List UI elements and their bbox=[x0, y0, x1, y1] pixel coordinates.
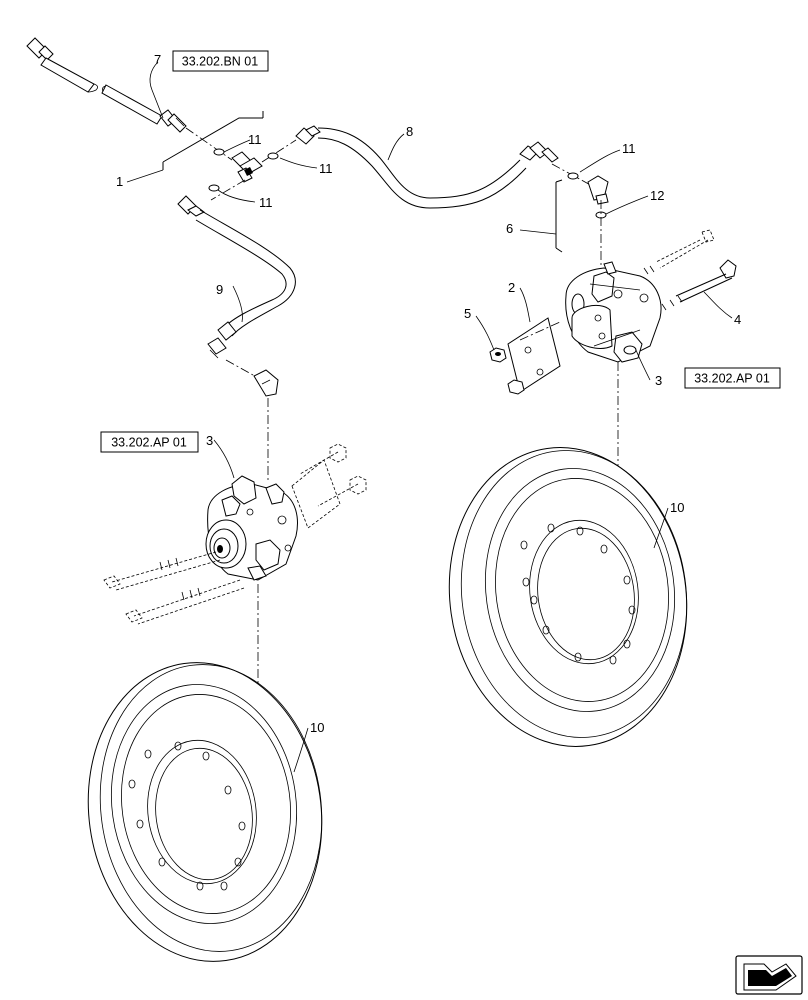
callout-3-left: 3 bbox=[206, 433, 213, 448]
callout-11-top: 11 bbox=[248, 132, 262, 147]
callout-12: 12 bbox=[650, 188, 664, 203]
disc-left-bolt-holes bbox=[128, 741, 246, 891]
assembly-1-bracket bbox=[162, 111, 264, 170]
caliper-left-3 bbox=[205, 475, 298, 581]
callout-3-right: 3 bbox=[655, 373, 662, 388]
caliper-right-3 bbox=[565, 261, 662, 363]
callout-labels: 7 1 11 11 11 8 11 12 6 2 5 4 3 9 3 10 10 bbox=[116, 52, 741, 735]
tee-fitting-11 bbox=[185, 127, 297, 201]
disc-right-bolt-holes bbox=[520, 523, 636, 665]
brake-disc-left-10 bbox=[87, 662, 323, 962]
reference-bn-label: 33.202.BN 01 bbox=[182, 55, 258, 69]
hose-7 bbox=[26, 37, 187, 133]
hose-9 bbox=[177, 195, 296, 480]
nut-5 bbox=[489, 321, 561, 395]
callout-4: 4 bbox=[734, 312, 741, 327]
next-page-arrow-icon[interactable] bbox=[735, 955, 803, 995]
callout-10-right: 10 bbox=[670, 500, 684, 515]
callout-11-elbow: 11 bbox=[622, 141, 636, 156]
hose-8 bbox=[295, 125, 597, 209]
leader-lines bbox=[126, 61, 733, 773]
callout-5: 5 bbox=[464, 306, 471, 321]
brake-disc-right-10 bbox=[448, 447, 688, 747]
bracket-2 bbox=[507, 317, 561, 393]
left-bracket-dashed bbox=[291, 443, 367, 529]
reference-box-ap-right[interactable]: 33.202.AP 01 bbox=[684, 367, 781, 389]
callout-6: 6 bbox=[506, 221, 513, 236]
callout-9: 9 bbox=[216, 282, 223, 297]
bolt-4 bbox=[643, 229, 737, 311]
callout-2: 2 bbox=[508, 280, 515, 295]
reference-box-bn[interactable]: 33.202.BN 01 bbox=[172, 50, 269, 72]
left-bolts bbox=[103, 551, 245, 625]
callout-8: 8 bbox=[406, 124, 413, 139]
callout-1: 1 bbox=[116, 174, 123, 189]
reference-ap-left-label: 33.202.AP 01 bbox=[111, 436, 187, 450]
reference-box-ap-left[interactable]: 33.202.AP 01 bbox=[100, 431, 199, 453]
callout-11-right: 11 bbox=[319, 161, 333, 176]
callout-7: 7 bbox=[154, 52, 161, 67]
callout-11-bottom: 11 bbox=[259, 195, 273, 210]
reference-ap-right-label: 33.202.AP 01 bbox=[694, 372, 770, 386]
elbow-fitting-6 bbox=[555, 175, 609, 268]
callout-10-left: 10 bbox=[310, 720, 324, 735]
